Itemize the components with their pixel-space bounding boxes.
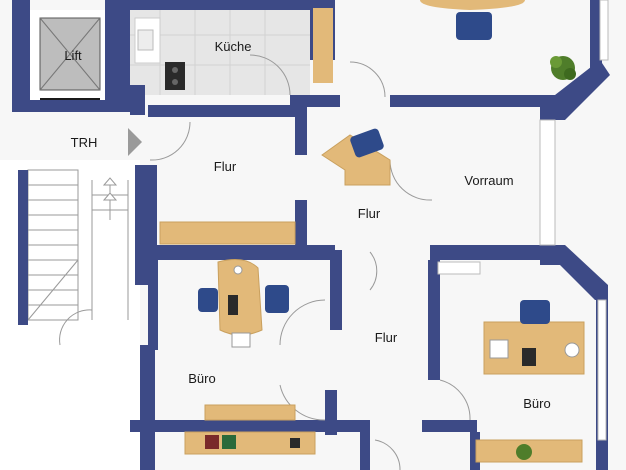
door-swings xyxy=(59,54,471,470)
buero-right-desk xyxy=(483,300,585,375)
buero-left-cabinet xyxy=(204,404,296,421)
trh-arrow-icon xyxy=(128,128,142,156)
windows xyxy=(437,0,609,441)
room-label-flur-1: Flur xyxy=(214,159,237,174)
room-label-trh: TRH xyxy=(71,135,98,150)
buero-left-desk xyxy=(198,259,289,348)
top-desk xyxy=(420,0,525,40)
room-label-flur-3: Flur xyxy=(375,330,398,345)
flur-cabinet xyxy=(159,221,296,245)
room-label-buero-left: Büro xyxy=(188,371,215,386)
room-label-flur-2: Flur xyxy=(358,206,381,221)
room-label-lift: Lift xyxy=(64,48,82,63)
room-label-vorraum: Vorraum xyxy=(464,173,513,188)
room-label-buero-right: Büro xyxy=(523,396,550,411)
buero-right-shelf xyxy=(475,439,583,463)
plant-icon xyxy=(550,56,576,80)
walls xyxy=(12,0,610,470)
staircase xyxy=(27,169,129,321)
lower-shelf xyxy=(184,431,316,455)
room-label-kueche: Küche xyxy=(215,39,252,54)
kitchen-counter xyxy=(134,8,333,90)
reception-desk xyxy=(321,128,391,186)
